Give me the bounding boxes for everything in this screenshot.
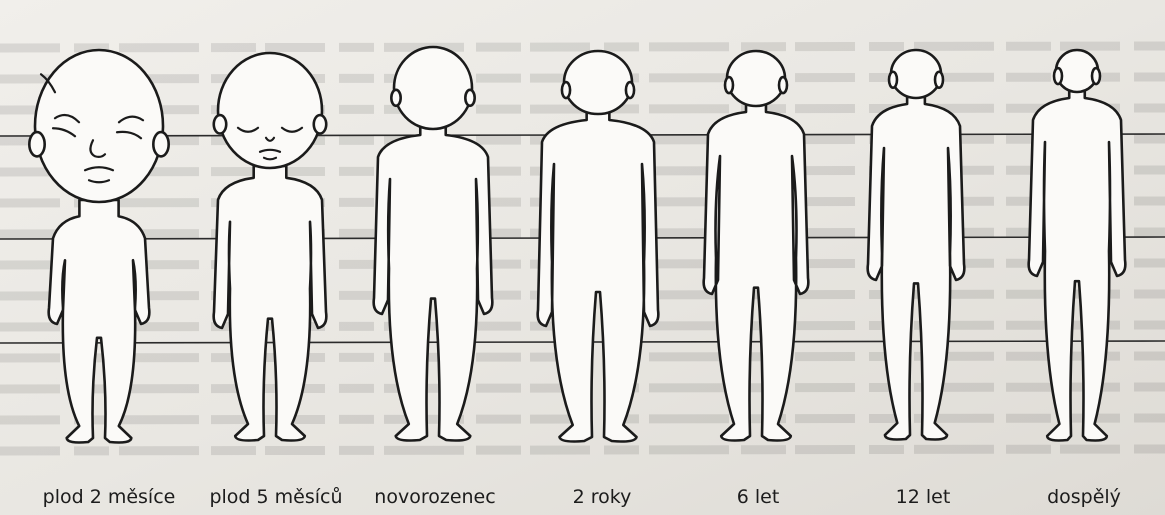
head-outline <box>727 51 785 106</box>
texture-line <box>0 46 1165 48</box>
left-ear <box>214 115 226 133</box>
left-ear <box>889 72 897 88</box>
caption-fetus-2m: plod 2 měsíce <box>43 486 176 508</box>
right-ear <box>779 77 787 93</box>
texture-line <box>0 449 1165 451</box>
left-ear <box>29 132 44 156</box>
left-ear <box>1054 68 1062 84</box>
right-ear <box>153 132 168 156</box>
head-outline <box>891 50 941 98</box>
right-ear <box>626 82 634 98</box>
left-ear <box>562 82 570 98</box>
right-ear <box>935 72 943 88</box>
caption-age-6: 6 let <box>737 486 780 508</box>
caption-age-2: 2 roky <box>573 486 632 508</box>
right-ear <box>1092 68 1100 84</box>
caption-adult: dospělý <box>1047 486 1121 508</box>
right-ear <box>314 115 326 133</box>
caption-age-12: 12 let <box>896 486 951 508</box>
head-outline <box>564 51 632 114</box>
left-ear <box>391 90 400 106</box>
right-ear <box>465 90 474 106</box>
left-ear <box>725 77 733 93</box>
head-outline <box>35 50 163 202</box>
caption-newborn: novorozenec <box>374 486 495 508</box>
caption-fetus-5m: plod 5 měsíců <box>209 486 342 508</box>
head-outline <box>394 47 472 129</box>
